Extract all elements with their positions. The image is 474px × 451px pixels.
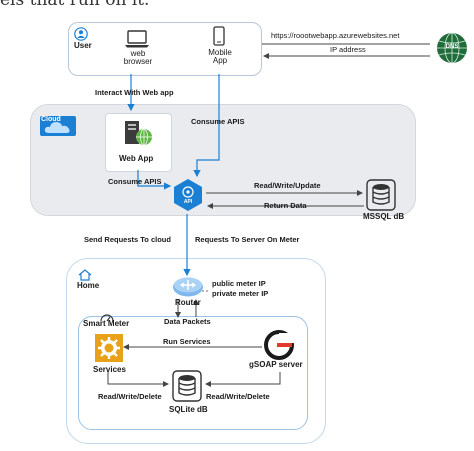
requests-to-server-label: Requests To Server On Meter	[195, 235, 300, 244]
gsoap-label: gSOAP server	[249, 360, 303, 369]
ip-address-label: IP address	[330, 45, 366, 54]
public-ip-label: public meter IP	[212, 279, 266, 288]
gsoap-sqlite-line	[205, 372, 281, 387]
cloud-label: Cloud	[41, 116, 61, 123]
web-app-icon[interactable]	[123, 120, 153, 151]
services-gear-icon[interactable]	[94, 333, 124, 368]
mobile-app-label-line1: Mobile	[208, 48, 232, 57]
services-label: Services	[93, 365, 126, 374]
interact-label: Interact With Web app	[95, 88, 174, 97]
api-hexagon-icon[interactable]: API	[171, 178, 205, 217]
dns-label: DNS	[445, 44, 459, 50]
sqlite-label: SQLite dB	[169, 405, 208, 414]
mobile-app-label[interactable]: Mobile App	[200, 48, 240, 66]
meter-gauge-icon	[100, 309, 114, 327]
send-requests-label: Send Requests To cloud	[84, 235, 171, 244]
router-to-meter-arrows	[175, 299, 199, 318]
user-devices-panel	[68, 22, 262, 76]
mobile-phone-icon	[213, 26, 225, 51]
mssql-label: MSSQL dB	[363, 212, 405, 221]
data-packets-label: Data Packets	[164, 317, 211, 326]
laptop-icon	[125, 30, 149, 53]
home-label: Home	[77, 281, 100, 290]
web-browser-label[interactable]: web browser	[118, 49, 158, 67]
cloud-badge: Cloud	[40, 116, 76, 136]
consume-apis-right-label: Consume APIS	[191, 117, 245, 126]
mssql-database-icon[interactable]	[366, 179, 396, 216]
mobile-app-label-line2: App	[212, 56, 228, 66]
gsoap-logo-icon[interactable]	[264, 330, 294, 365]
smart-meter-label: Smart Meter	[83, 319, 130, 328]
rwd-right-label: Read/Write/Delete	[206, 392, 270, 401]
web-app-label: Web App	[119, 154, 154, 163]
router-label: Router	[175, 298, 201, 307]
mobile-consume-line	[193, 74, 220, 178]
dns-globe-icon[interactable]: DNS	[436, 32, 468, 69]
return-data-label: Return Data	[264, 201, 307, 210]
api-label: API	[183, 199, 193, 205]
sqlite-database-icon[interactable]	[172, 370, 202, 407]
cloud-panel	[30, 104, 416, 216]
top-caption: els that run on it.	[0, 0, 150, 10]
consume-apis-left-label: Consume APIS	[108, 177, 162, 186]
user-label: User	[74, 41, 92, 50]
url-label[interactable]: https://roootwebapp.azurewebsites.net	[271, 31, 400, 40]
run-services-label: Run Services	[163, 337, 211, 346]
web-browser-label-line2: browser	[123, 57, 153, 67]
private-ip-label: private meter IP	[212, 289, 269, 298]
webapp-consume-line	[137, 170, 172, 190]
web-browser-label-line1: web	[130, 49, 146, 58]
rwd-left-label: Read/Write/Delete	[98, 392, 162, 401]
router-icon[interactable]	[172, 276, 204, 303]
services-sqlite-line	[107, 372, 169, 387]
home-icon	[78, 268, 92, 286]
cloud-icon	[44, 122, 70, 133]
user-icon	[74, 27, 88, 46]
read-write-update-label: Read/Write/Update	[254, 181, 321, 190]
